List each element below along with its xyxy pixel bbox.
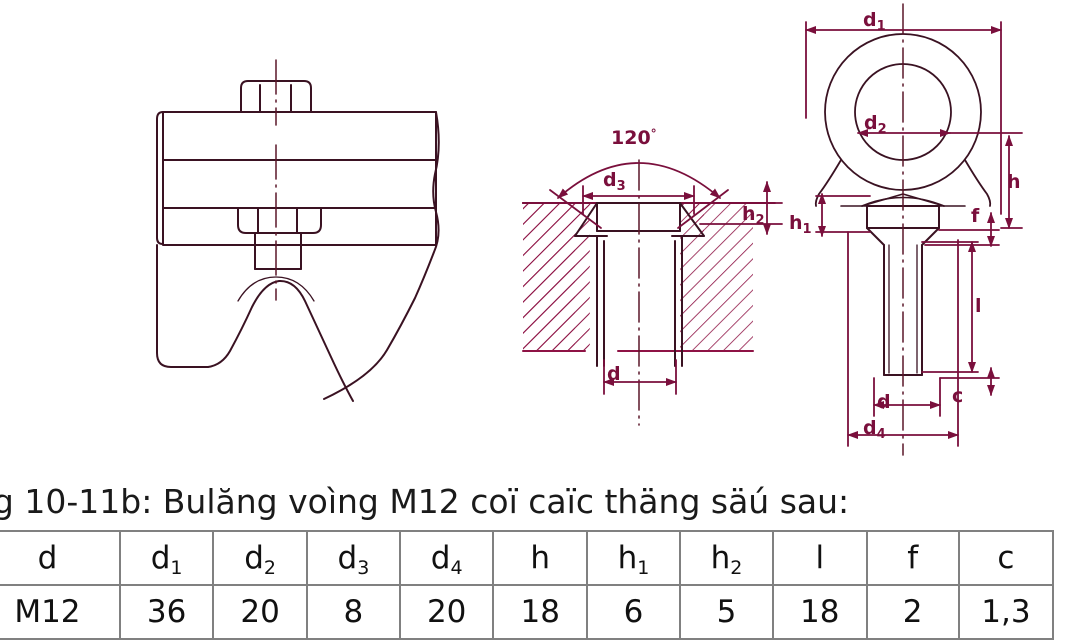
table-value-cell-d3: 8 bbox=[305, 584, 401, 640]
table-value-cell-d4: 20 bbox=[398, 584, 495, 640]
label-d2: d2 bbox=[864, 112, 887, 137]
label-d3: d3 bbox=[603, 169, 626, 194]
label-d1: d1 bbox=[863, 9, 886, 34]
table-header-cell-l: l bbox=[772, 530, 868, 586]
label-h1: h1 bbox=[789, 212, 812, 237]
label-l: l bbox=[975, 295, 982, 317]
table-header-cell-d1: d1 bbox=[118, 530, 215, 586]
table-header-cell-d4: d4 bbox=[398, 530, 495, 586]
table-value-cell-l: 18 bbox=[772, 584, 868, 640]
table-header-cell-f: f bbox=[865, 530, 960, 586]
figure-caption-text: ng 10-11b: Bulăng voìng M12 coï caïc thä… bbox=[0, 482, 850, 521]
left-clamp-view bbox=[156, 59, 440, 402]
label-d-middle: d bbox=[607, 363, 621, 385]
label-f: f bbox=[971, 205, 980, 227]
label-angle-120: 120° bbox=[611, 127, 657, 149]
table-header-cell-h: h bbox=[492, 530, 588, 586]
table-header-cell-c: c bbox=[957, 530, 1055, 586]
table-value-cell-d: M12 bbox=[0, 584, 121, 640]
label-c: c bbox=[952, 385, 963, 407]
table-value-cell-h2: 5 bbox=[678, 584, 775, 640]
table-header-cell-d: d bbox=[0, 530, 121, 586]
label-h2: h2 bbox=[742, 203, 765, 228]
right-eyebolt-view bbox=[805, 3, 1023, 456]
label-d-right: d bbox=[877, 391, 891, 413]
label-d4: d4 bbox=[863, 417, 886, 442]
label-h: h bbox=[1007, 171, 1021, 193]
table-header-cell-h2: h2 bbox=[678, 530, 775, 586]
technical-drawing-figure: 120° d3 h2 d d1 d2 h h1 f l c d d4 bbox=[156, 3, 1023, 456]
figure-caption: ng 10-11b: Bulăng voìng M12 coï caïc thä… bbox=[0, 476, 1080, 528]
table-value-cell-d1: 36 bbox=[118, 584, 215, 640]
table-header-cell-d2: d2 bbox=[212, 530, 308, 586]
middle-section-view bbox=[522, 159, 783, 426]
table-value-cell-c: 1,3 bbox=[957, 584, 1055, 640]
table-header-cell-d3: d3 bbox=[305, 530, 401, 586]
table-header-cell-h1: h1 bbox=[585, 530, 681, 586]
table-value-cell-h: 18 bbox=[492, 584, 588, 640]
table-value-cell-h1: 6 bbox=[585, 584, 681, 640]
table-value-cell-f: 2 bbox=[865, 584, 960, 640]
table-value-cell-d2: 20 bbox=[212, 584, 308, 640]
